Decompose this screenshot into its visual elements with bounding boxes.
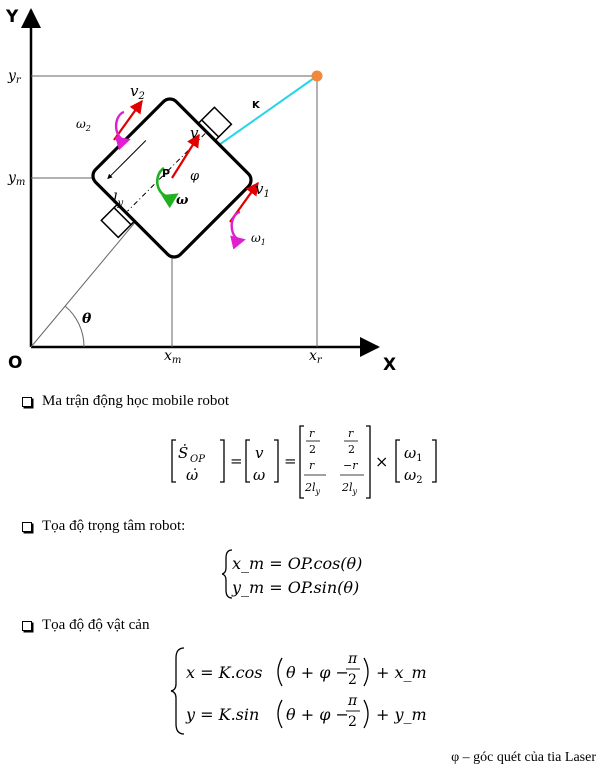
checkbox-bullet-icon [22,620,32,631]
omega-label: ω [176,193,189,208]
svg-text:+ y_m: + y_m [376,705,427,724]
omega2-rotation [114,110,131,151]
omega2-label: ω2 [76,117,91,133]
theta-label: θ [82,311,92,327]
svg-text:×: × [375,452,388,471]
svg-text:y_m = OP.sin(θ): y_m = OP.sin(θ) [231,578,359,597]
svg-text:y = K.sin: y = K.sin [185,705,259,724]
xm-label: xm [164,348,181,366]
svg-text:2: 2 [348,714,357,730]
obstacle-point [311,70,323,82]
wheel-2 [200,106,233,139]
svg-text:2: 2 [348,443,355,456]
svg-text:ω2: ω2 [404,466,423,486]
phi-footnote: φ – góc quét của tia Laser [451,750,596,765]
svg-text:2: 2 [309,443,316,456]
svg-text:Ṡ: Ṡ [178,444,188,462]
obstacle-coordinate-equation: x = K.cos θ + φ − π 2 + x_m y = K.sin θ … [170,647,427,735]
ly-dimension [107,140,147,180]
xr-label: xr [309,348,323,366]
v2-label: v2 [130,82,145,102]
svg-text:r: r [348,427,354,440]
omega-rotation [155,166,179,209]
robot-kinematics-diagram: Y X O yr ym xm xr θ v v1 v2 ω1 ω2 ly φ ω… [5,7,396,375]
checkbox-bullet-icon [22,396,32,407]
y-axis-label: Y [5,7,19,27]
ym-label: ym [7,170,25,188]
k-label: K [252,100,261,111]
v-label: v [190,124,199,142]
omega1-label: ω1 [251,231,266,247]
svg-text:θ + φ −: θ + φ − [286,663,349,682]
omega1-rotation [230,210,246,250]
svg-text:OP: OP [190,454,205,465]
v1-label: v1 [255,180,270,200]
svg-text:+ x_m: + x_m [376,663,427,682]
svg-text:π: π [347,693,358,709]
svg-text:r: r [309,459,315,472]
section-kinematics-title: Ma trận động học mobile robot [22,393,229,410]
svg-text:ω: ω [253,466,265,484]
x-axis-label: X [383,355,396,375]
phi-label: φ [190,169,200,184]
svg-text:x = K.cos: x = K.cos [186,663,262,682]
svg-text:=: = [230,452,243,470]
yr-label: yr [7,68,22,86]
p-label: P [162,167,170,180]
svg-text:ω̇: ω̇ [186,466,198,484]
svg-text:v: v [255,444,264,462]
section-center-title: Tọa độ trọng tâm robot: [22,518,185,535]
svg-text:=: = [284,452,297,470]
svg-text:2: 2 [348,672,357,688]
v-arrow [171,133,200,179]
section-obstacle-title: Tọa độ độ vật cản [22,617,149,634]
ly-label: ly [113,191,123,209]
svg-text:π: π [347,651,358,667]
svg-text:2ly: 2ly [304,481,321,496]
checkbox-bullet-icon [22,521,32,532]
svg-text:2ly: 2ly [341,481,358,496]
origin-label: O [8,353,22,373]
svg-text:x_m = OP.cos(θ): x_m = OP.cos(θ) [232,554,362,573]
center-coordinate-equation: x_m = OP.cos(θ) y_m = OP.sin(θ) [222,549,362,599]
svg-text:ω1: ω1 [404,444,423,464]
svg-text:−r: −r [343,459,358,472]
svg-text:θ + φ −: θ + φ − [286,705,349,724]
svg-text:r: r [309,427,315,440]
wheel-1 [100,206,133,239]
kinematics-matrix-equation: Ṡ OP ω̇ = v ω = r 2 r 2 r 2ly −r 2ly × ω… [171,425,437,499]
theta-arc [64,305,85,348]
